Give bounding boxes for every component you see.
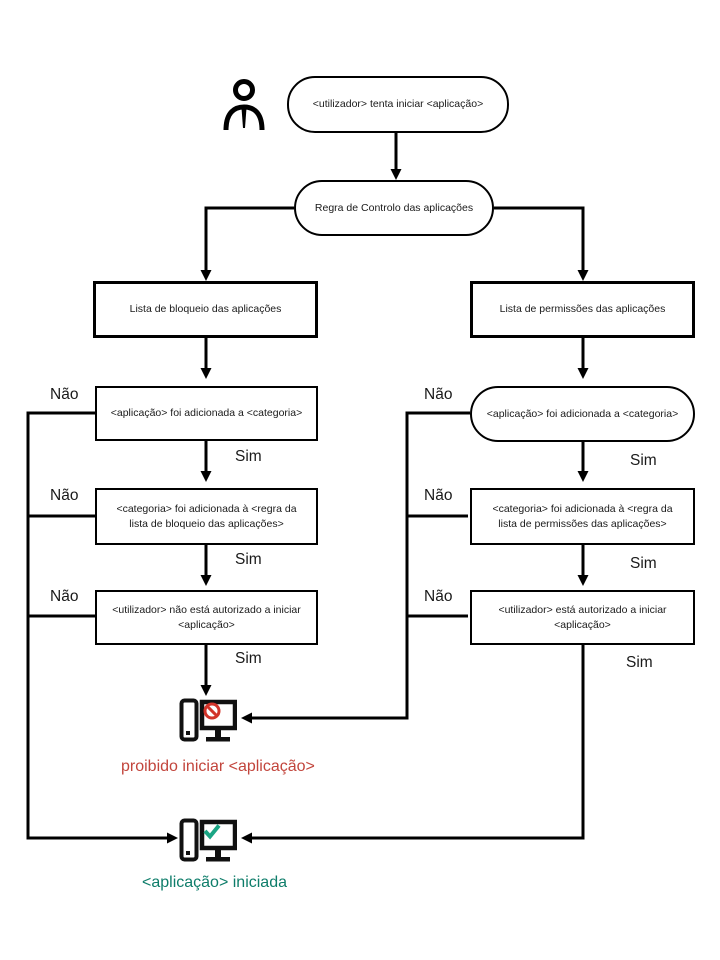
result-denied: proibido iniciar <aplicação>: [121, 758, 315, 775]
label-yes: Sim: [235, 650, 262, 667]
label-yes: Sim: [630, 555, 657, 572]
node-block-check-category: <categoria> foi adicionada à <regra da l…: [95, 488, 318, 545]
node-allowlist: Lista de permissões das aplicações: [470, 281, 695, 338]
node-allow-check-category: <categoria> foi adicionada à <regra da l…: [470, 488, 695, 545]
node-blocklist: Lista de bloqueio das aplicações: [93, 281, 318, 338]
node-allow-check-user: <utilizador> está autorizado a iniciar <…: [470, 590, 695, 645]
label-yes: Sim: [626, 654, 653, 671]
label-yes: Sim: [235, 448, 262, 465]
started-computer-icon: [179, 818, 238, 864]
prohibition-icon: [203, 702, 221, 720]
node-allow-check-app: <aplicação> foi adicionada a <categoria>: [470, 386, 695, 442]
node-rule: Regra de Controlo das aplicações: [294, 180, 494, 236]
label-no: Não: [424, 588, 453, 605]
result-started: <aplicação> iniciada: [142, 874, 287, 891]
node-start: <utilizador> tenta iniciar <aplicação>: [287, 76, 509, 133]
blocked-computer-icon: [179, 698, 238, 744]
checkmark-icon: [203, 824, 221, 840]
label-no: Não: [50, 386, 79, 403]
user-icon: [222, 78, 266, 132]
label-yes: Sim: [235, 551, 262, 568]
label-no: Não: [424, 487, 453, 504]
label-no: Não: [50, 487, 79, 504]
label-yes: Sim: [630, 452, 657, 469]
node-block-check-user: <utilizador> não está autorizado a inici…: [95, 590, 318, 645]
label-no: Não: [424, 386, 453, 403]
label-no: Não: [50, 588, 79, 605]
node-block-check-app: <aplicação> foi adicionada a <categoria>: [95, 386, 318, 441]
